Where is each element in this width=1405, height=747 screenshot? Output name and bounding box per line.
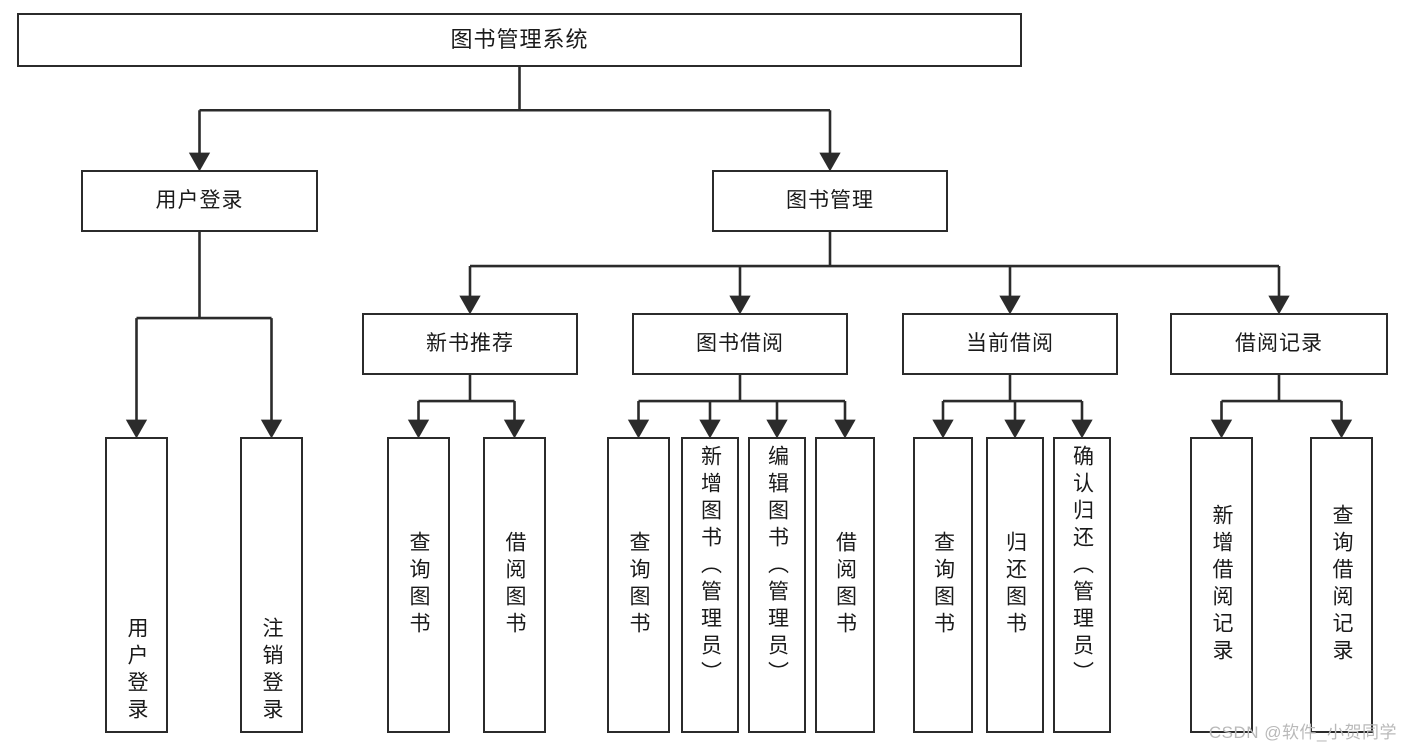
node-leaf-user-logout[interactable]: 注销登录 — [240, 437, 303, 733]
node-book-manage[interactable]: 图书管理 — [712, 170, 948, 232]
node-label: 用户登录 — [125, 617, 148, 725]
node-label: 借阅记录 — [1235, 332, 1323, 356]
node-label: 图书借阅 — [696, 332, 784, 356]
node-label: 注销登录 — [260, 617, 283, 725]
node-leaf-user-login[interactable]: 用户登录 — [105, 437, 168, 733]
node-label: 新增借阅记录 — [1210, 504, 1233, 666]
node-leaf-rec-query[interactable]: 查询图书 — [387, 437, 450, 733]
node-label: 确认归还（管理员） — [1070, 445, 1094, 688]
node-leaf-cur-return[interactable]: 归还图书 — [986, 437, 1044, 733]
node-leaf-rec-borrow[interactable]: 借阅图书 — [483, 437, 546, 733]
node-leaf-cur-query[interactable]: 查询图书 — [913, 437, 973, 733]
node-label: 用户登录 — [155, 189, 244, 213]
node-user-login[interactable]: 用户登录 — [81, 170, 318, 232]
node-label: 借阅图书 — [503, 531, 526, 639]
node-label: 查询图书 — [931, 531, 955, 639]
node-label: 图书管理系统 — [450, 26, 589, 52]
node-label: 图书管理 — [786, 189, 874, 213]
node-leaf-brw-edit[interactable]: 编辑图书（管理员） — [748, 437, 806, 733]
node-label: 查询图书 — [627, 531, 650, 639]
node-leaf-cur-confirm[interactable]: 确认归还（管理员） — [1053, 437, 1111, 733]
node-label: 新增图书（管理员） — [698, 445, 722, 688]
node-label: 新书推荐 — [426, 332, 514, 356]
node-label: 查询图书 — [407, 531, 430, 639]
node-borrow-record[interactable]: 借阅记录 — [1170, 313, 1388, 375]
node-leaf-brw-add[interactable]: 新增图书（管理员） — [681, 437, 739, 733]
node-current-borrow[interactable]: 当前借阅 — [902, 313, 1118, 375]
node-label: 查询借阅记录 — [1330, 504, 1353, 666]
node-leaf-brw-query[interactable]: 查询图书 — [607, 437, 670, 733]
node-root[interactable]: 图书管理系统 — [17, 13, 1022, 67]
node-book-borrow[interactable]: 图书借阅 — [632, 313, 848, 375]
node-leaf-rec-add[interactable]: 新增借阅记录 — [1190, 437, 1253, 733]
node-label: 当前借阅 — [966, 332, 1054, 356]
csdn-watermark: CSDN @软件_小贺同学 — [1208, 723, 1397, 742]
node-label: 借阅图书 — [833, 531, 857, 639]
node-label: 归还图书 — [1003, 531, 1027, 639]
node-new-book-rec[interactable]: 新书推荐 — [362, 313, 578, 375]
node-leaf-brw-lend[interactable]: 借阅图书 — [815, 437, 875, 733]
node-leaf-rec-query2[interactable]: 查询借阅记录 — [1310, 437, 1373, 733]
node-label: 编辑图书（管理员） — [765, 445, 789, 688]
